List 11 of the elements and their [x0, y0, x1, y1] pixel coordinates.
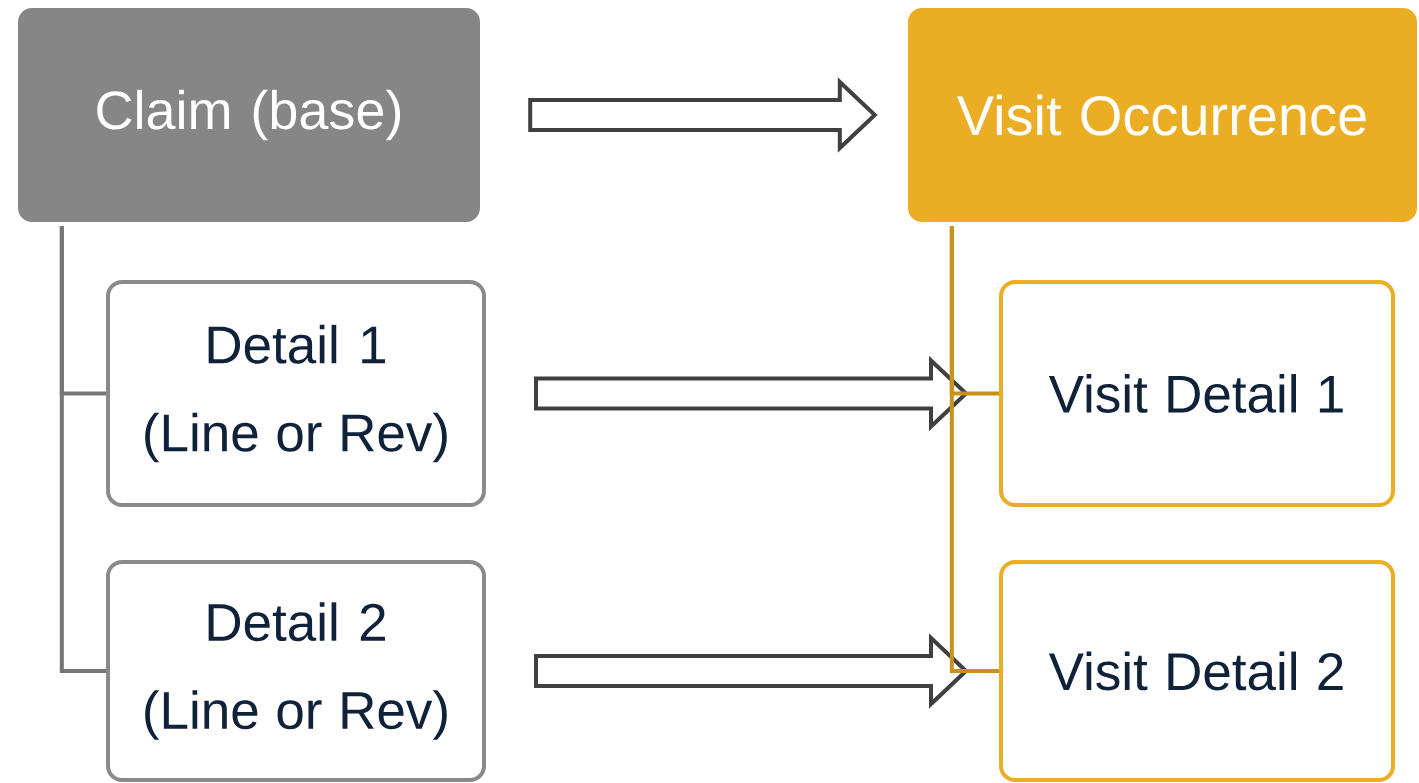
connector-line: [949, 226, 999, 673]
detail-box: Detail 2 (Line or Rev): [106, 560, 486, 782]
block-arrow: [528, 77, 878, 153]
block-arrow: [534, 633, 969, 709]
detail-box: Detail 1 (Line or Rev): [106, 280, 486, 507]
block-arrow: [534, 355, 969, 432]
header-box: Claim (base): [18, 8, 480, 222]
connector-line: [59, 226, 106, 673]
detail-box: Visit Detail 2: [999, 560, 1395, 782]
header-box: Visit Occurrence: [908, 8, 1417, 222]
detail-box: Visit Detail 1: [999, 280, 1395, 507]
